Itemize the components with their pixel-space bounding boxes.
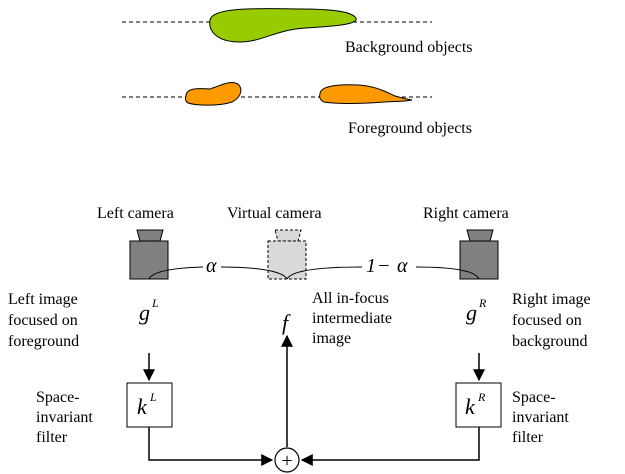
virtual-camera-label: Virtual camera (227, 205, 322, 222)
left-filter-box: k L (126, 382, 173, 428)
left-camera-label: Left camera (97, 205, 174, 222)
right-filter-caption: Space- invariant filter (512, 389, 569, 446)
intermediate-signal-f: f (282, 310, 291, 335)
right-image-caption: Right image focused on background (512, 291, 591, 350)
one-minus-alpha-minus: − (377, 255, 391, 277)
left-image-caption-line-2: focused on (8, 312, 78, 329)
one-minus-alpha-weight: 1 − α (366, 255, 408, 277)
left-filter-sup: L (149, 390, 157, 404)
left-filter-caption: Space- invariant filter (36, 389, 93, 446)
right-filter-caption-line-3: filter (512, 429, 544, 446)
baseline-arc-alpha-to-virtual (220, 266, 288, 280)
right-image-caption-line-3: background (512, 333, 588, 350)
left-signal-gL: g L (139, 296, 159, 325)
left-filter-caption-line-2: invariant (36, 409, 93, 426)
right-camera-label: Right camera (423, 205, 509, 222)
right-filter-caption-line-1: Space- (512, 389, 556, 406)
intermediate-caption-line-3: image (312, 330, 351, 347)
right-filter-box: k R (455, 382, 502, 428)
background-objects-label: Background objects (345, 39, 473, 56)
intermediate-caption-line-2: intermediate (312, 310, 392, 327)
foreground-object-left (184, 82, 242, 106)
background-object (209, 8, 357, 43)
one-minus-alpha-alpha: α (397, 255, 408, 277)
left-filter-k: k (137, 394, 148, 419)
left-filter-to-sum-arrow (148, 427, 274, 466)
baseline-arc-label-to-right (415, 266, 480, 280)
left-filter-caption-line-1: Space- (36, 389, 80, 406)
right-image-caption-line-2: focused on (512, 312, 582, 329)
foreground-objects-label: Foreground objects (348, 120, 472, 137)
right-image-caption-line-1: Right image (512, 291, 591, 308)
left-image-caption-line-3: foreground (8, 333, 79, 350)
alpha-weight: α (206, 255, 217, 277)
right-filter-sup: R (477, 390, 486, 404)
left-signal-sup: L (151, 296, 159, 310)
left-image-caption: Left image focused on foreground (8, 291, 79, 350)
baseline-arc-virtual-to-label (286, 266, 363, 280)
baseline-arc-left-to-alpha (148, 266, 204, 280)
foreground-object-right (319, 84, 413, 104)
right-camera-icon (459, 229, 499, 280)
summation-node: + (274, 447, 300, 473)
right-signal-gR: g R (466, 296, 487, 325)
left-filter-caption-line-3: filter (36, 429, 68, 446)
left-camera-icon (129, 229, 169, 280)
summation-symbol: + (281, 450, 292, 472)
right-filter-caption-line-2: invariant (512, 409, 569, 426)
one-minus-alpha-one: 1 (366, 255, 376, 277)
left-image-caption-line-1: Left image (8, 291, 78, 308)
right-signal-sup: R (478, 296, 487, 310)
virtual-camera-icon (267, 229, 307, 280)
right-filter-k: k (465, 394, 476, 419)
left-signal-g: g (139, 300, 150, 325)
right-signal-g: g (466, 300, 477, 325)
right-filter-to-sum-arrow (300, 427, 480, 466)
intermediate-image-caption: All in-focus intermediate image (312, 290, 392, 347)
intermediate-caption-line-1: All in-focus (312, 290, 389, 307)
